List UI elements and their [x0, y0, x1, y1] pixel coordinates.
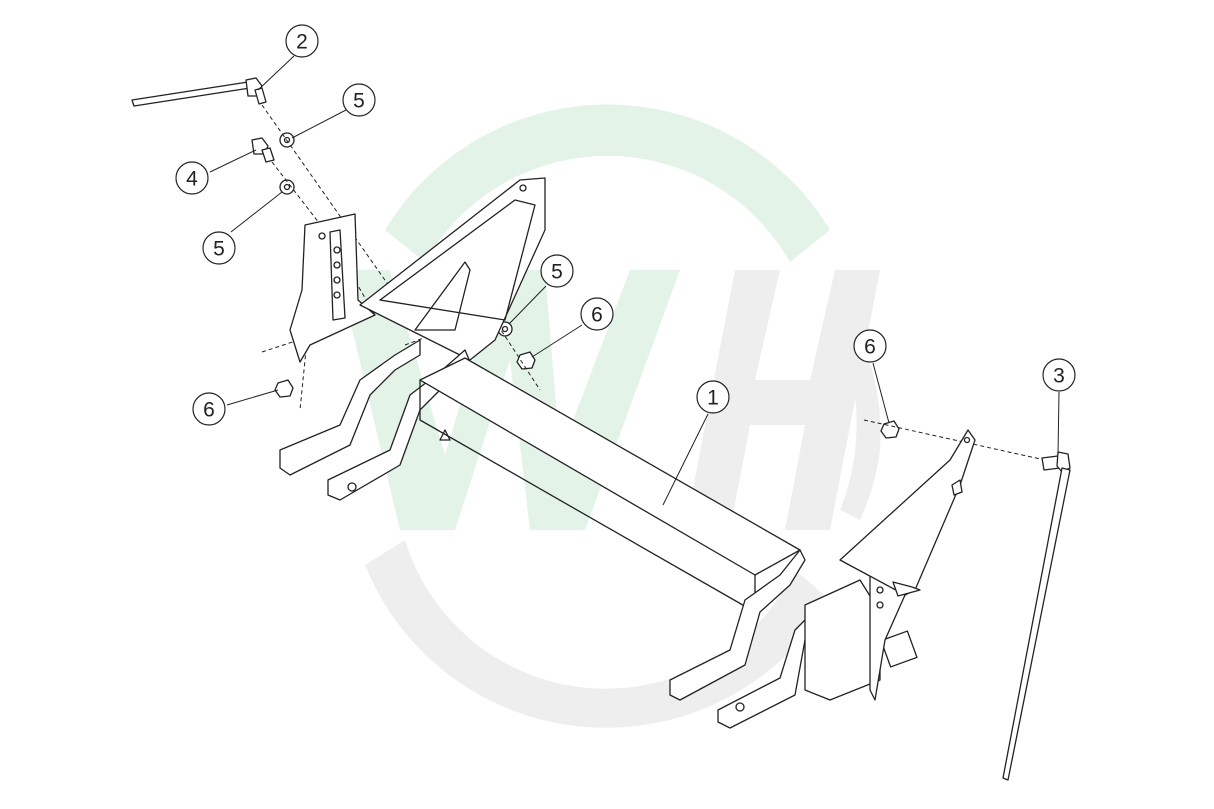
- frame-assembly-drawing: [131, 55, 1071, 781]
- callout-3-label: 3: [1053, 365, 1065, 388]
- callout-6-right-label: 6: [864, 336, 876, 359]
- callout-4[interactable]: 4: [175, 161, 209, 195]
- callout-5-left-label: 5: [213, 238, 225, 261]
- callout-6-center-label: 6: [591, 304, 603, 327]
- callout-3[interactable]: 3: [1042, 358, 1076, 392]
- callout-6-left-label: 6: [203, 399, 215, 422]
- callout-5-left[interactable]: 5: [202, 231, 236, 265]
- callout-2-label: 2: [296, 31, 308, 54]
- callout-1-label: 1: [707, 387, 719, 410]
- callout-6-center[interactable]: 6: [580, 297, 614, 331]
- callout-5-top[interactable]: 5: [342, 83, 376, 117]
- callout-5-top-label: 5: [353, 90, 365, 113]
- callout-6-left[interactable]: 6: [192, 392, 226, 426]
- callout-5-center-label: 5: [551, 261, 563, 284]
- callout-1[interactable]: 1: [696, 380, 730, 414]
- callout-6-right[interactable]: 6: [853, 329, 887, 363]
- callout-2[interactable]: 2: [285, 24, 319, 58]
- callout-4-label: 4: [186, 168, 198, 191]
- callout-5-center[interactable]: 5: [540, 254, 574, 288]
